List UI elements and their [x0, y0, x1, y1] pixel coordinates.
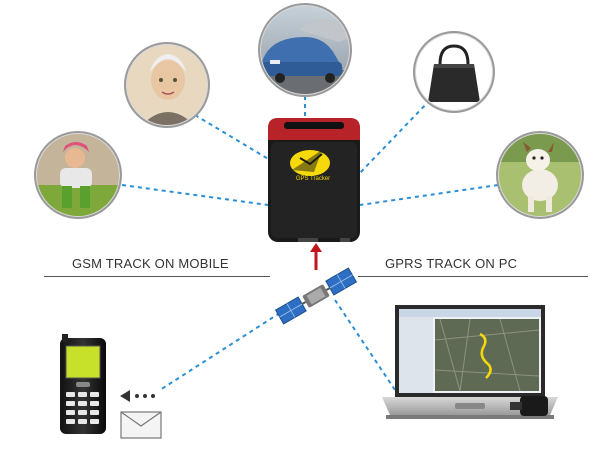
mobile-phone-icon: [60, 334, 106, 434]
connector-laptop: [334, 299, 396, 391]
handbag-photo-icon: [413, 31, 495, 113]
connector-child: [121, 184, 269, 206]
connector-phone: [159, 299, 301, 391]
connector-handbag: [357, 99, 431, 176]
usb-dongle-icon: [510, 396, 548, 416]
connector-elderly: [194, 114, 271, 161]
gps-logo-icon: [290, 150, 330, 176]
envelope-icon: [120, 411, 162, 439]
gprs-divider: [358, 276, 588, 277]
gps-tracker-device: GPS Tracker: [268, 118, 360, 242]
signal-arrow-icon: [310, 243, 322, 270]
satellite-icon: [274, 267, 358, 325]
cars-photo-icon: [258, 3, 352, 97]
connector-lines: [121, 96, 499, 391]
gprs-track-label: GPRS TRACK ON PC: [385, 256, 518, 271]
device-logo-text: GPS Tracker: [296, 176, 330, 182]
sms-arrow-icon: [120, 390, 155, 402]
dog-photo-icon: [496, 131, 584, 219]
laptop-icon: [382, 305, 558, 419]
gsm-track-label: GSM TRACK ON MOBILE: [72, 256, 229, 271]
elderly-woman-photo-icon: [124, 42, 210, 128]
map-screen: [434, 318, 540, 392]
gsm-divider: [44, 276, 270, 277]
connector-dog: [359, 184, 499, 206]
child-photo-icon: [34, 131, 122, 219]
